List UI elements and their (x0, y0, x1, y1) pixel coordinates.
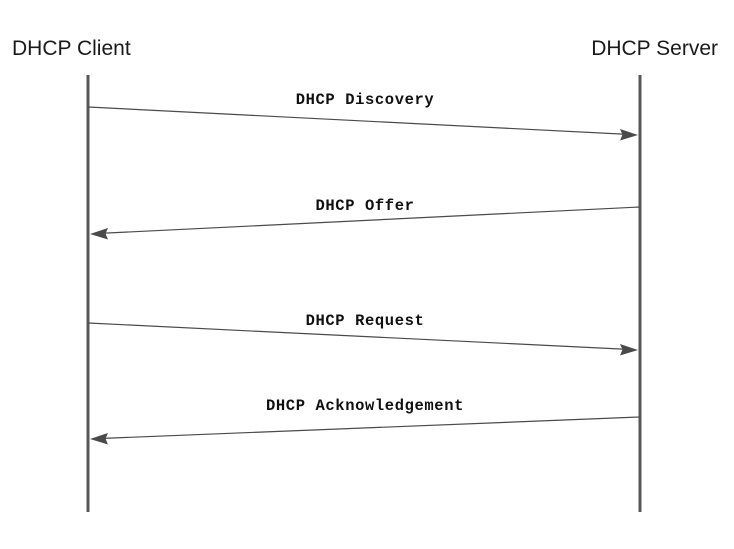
arrowhead-right-discovery (620, 129, 638, 141)
message-line-request (87, 322, 629, 350)
message-offer: DHCP Offer (90, 197, 641, 240)
message-label-acknowledgement: DHCP Acknowledgement (266, 397, 464, 415)
arrowhead-left-acknowledgement (90, 433, 108, 445)
participant-label-client: DHCP Client (12, 37, 131, 60)
message-line-offer (99, 206, 641, 234)
message-label-discovery: DHCP Discovery (296, 91, 435, 109)
message-label-request: DHCP Request (306, 312, 425, 330)
message-discovery: DHCP Discovery (87, 91, 638, 141)
arrowhead-left-offer (90, 228, 108, 240)
message-line-acknowledgement (99, 416, 641, 440)
message-request: DHCP Request (87, 312, 638, 356)
message-line-discovery (87, 106, 629, 135)
arrowhead-right-request (620, 344, 638, 356)
message-acknowledgement: DHCP Acknowledgement (90, 397, 641, 445)
message-label-offer: DHCP Offer (315, 197, 414, 215)
participant-label-server: DHCP Server (591, 37, 718, 60)
